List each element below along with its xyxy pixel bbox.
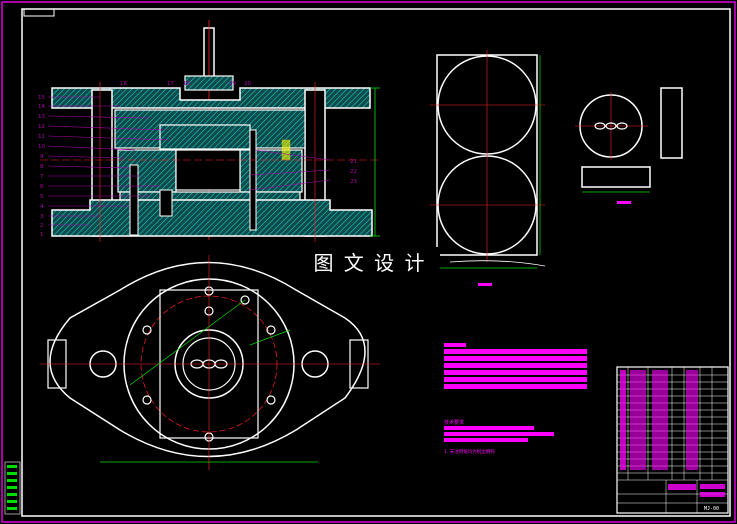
title-block: MJ-00 [616, 366, 729, 514]
part-number: 16 [120, 81, 127, 87]
part-number: 9 [40, 154, 44, 160]
part-number-labels: 15 14 13 12 11 10 9 8 7 6 5 4 3 2 1 16 1… [38, 81, 357, 238]
part-number: 2 [40, 223, 44, 229]
part-number: 12 [38, 124, 45, 130]
part-number: 18 [183, 81, 190, 87]
part-number: 13 [38, 114, 45, 120]
watermark: 图 文 设 计 [300, 247, 440, 277]
plan-view [40, 255, 380, 470]
part-number: 6 [40, 184, 44, 190]
part-number: 14 [38, 104, 45, 110]
drawing-code: MJ-00 [704, 506, 719, 512]
part-number: 19 [229, 81, 236, 87]
notes-footer: 1. 未注倒角均为锐边倒钝 [444, 448, 495, 455]
section-view [40, 20, 380, 242]
watermark-text: 图 文 设 计 [313, 251, 426, 275]
part-number: 17 [167, 81, 174, 87]
part-number: 10 [38, 144, 45, 150]
part-number: 11 [38, 134, 45, 140]
part-number: 8 [40, 164, 44, 170]
part-number: 4 [40, 204, 44, 210]
blank-strip-view [430, 50, 546, 286]
part-number: 20 [244, 81, 251, 87]
revision-block [4, 461, 21, 515]
part-number: 3 [40, 214, 44, 220]
part-number: 15 [38, 95, 45, 101]
part-number: 23 [350, 179, 357, 185]
notes-heading: 技术要求 [444, 419, 464, 426]
part-number: 1 [40, 232, 44, 238]
part-number: 5 [40, 194, 44, 200]
part-number: 7 [40, 174, 44, 180]
part-number: 22 [350, 169, 357, 175]
part-number: 21 [350, 159, 357, 165]
technical-notes: 技术要求 1. 未注倒角均为锐边倒钝 [444, 343, 587, 455]
part-detail-view [575, 87, 683, 204]
